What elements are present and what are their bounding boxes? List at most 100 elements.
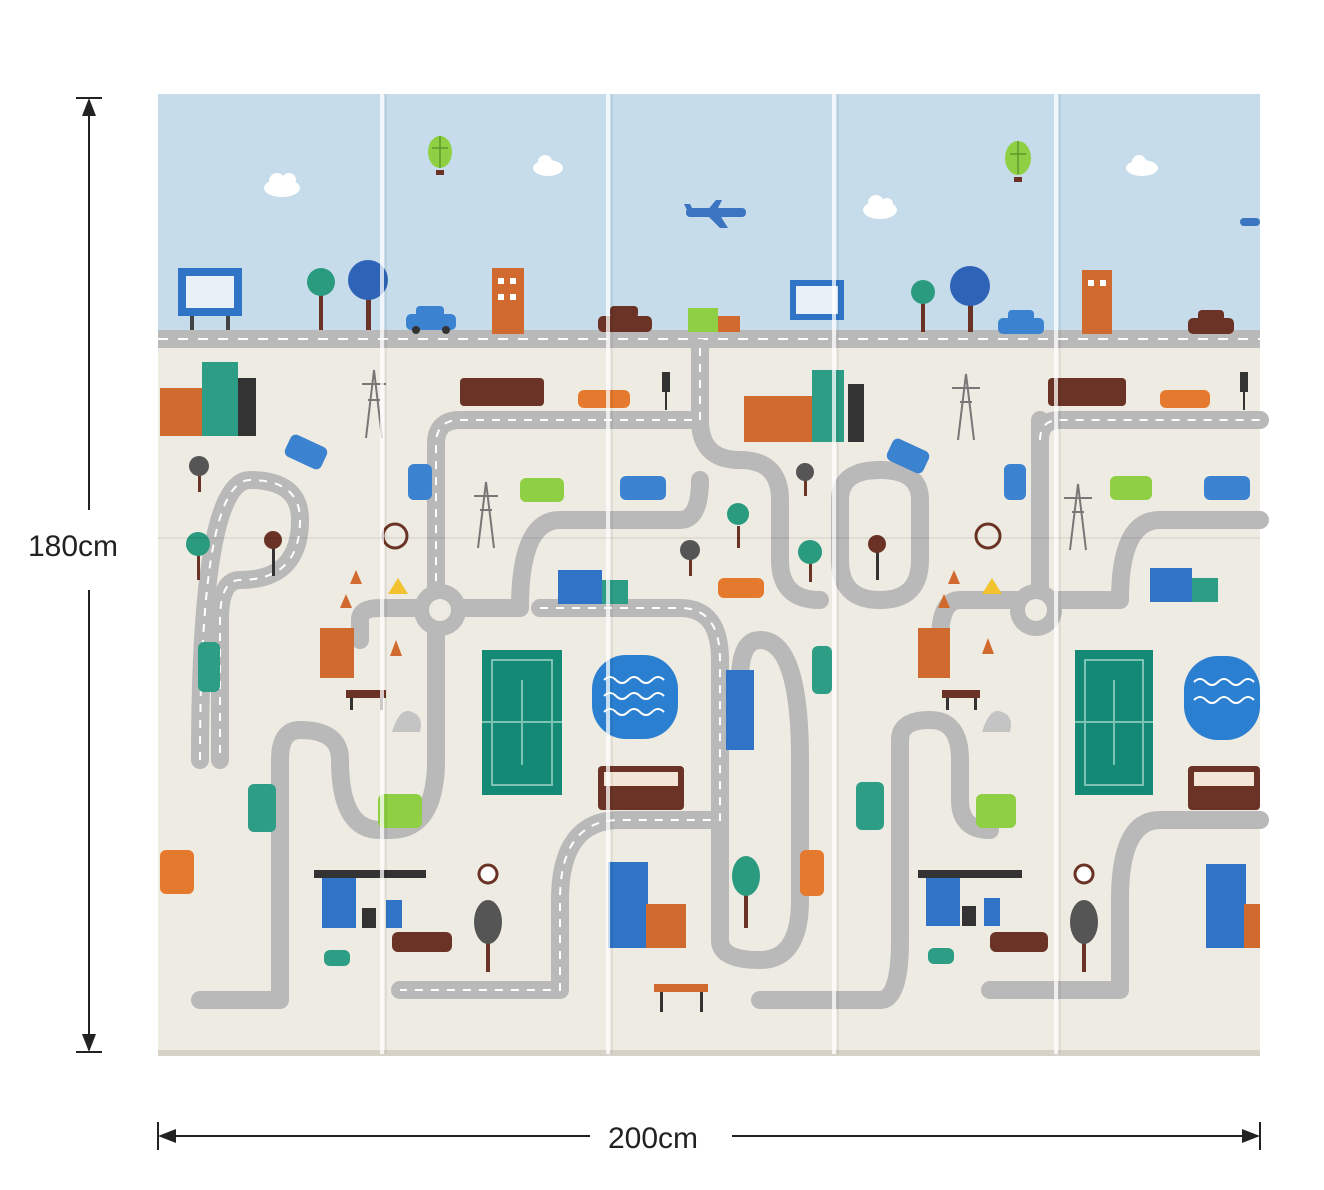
tennis-court-icon — [1075, 650, 1153, 795]
traffic-cone-icon — [938, 570, 994, 654]
car-icon — [1204, 476, 1250, 500]
hot-air-balloon-icon — [1005, 141, 1031, 182]
car-icon — [406, 306, 456, 334]
buildings-ground — [160, 362, 1260, 948]
building-icon — [1206, 864, 1260, 948]
car-icon — [620, 476, 666, 500]
warning-sign-icon — [982, 578, 1002, 594]
roadblock-icon — [654, 984, 708, 1012]
pond-icon — [1184, 656, 1260, 740]
tennis-court-icon — [482, 650, 562, 795]
tree-icon — [474, 900, 502, 972]
truck-icon — [688, 308, 740, 332]
trees-ground — [186, 456, 1098, 972]
car-icon — [812, 646, 832, 694]
car-icon — [578, 390, 630, 408]
roundabout-icon — [414, 584, 466, 636]
road-sign-icon — [974, 522, 1002, 550]
mat-shadow — [158, 1050, 1260, 1056]
bus-icon — [1188, 766, 1260, 810]
road-center-lines — [199, 348, 1260, 991]
pond-icon — [592, 655, 678, 739]
road-sign-icon — [868, 535, 886, 580]
truck-icon — [1150, 568, 1218, 602]
traffic-light-icon — [662, 372, 670, 410]
gas-station-icon — [314, 870, 426, 928]
power-tower-icon — [362, 369, 1092, 551]
airplane-icon — [1240, 218, 1260, 226]
truck-icon — [726, 670, 754, 750]
car-icon — [886, 438, 930, 474]
fire-truck-icon — [460, 378, 544, 406]
panel-folds — [380, 94, 1058, 1054]
vehicles — [160, 378, 1260, 966]
tree-icon — [727, 503, 749, 548]
car-icon — [976, 794, 1016, 828]
car-icon — [800, 850, 824, 896]
tree-icon — [1070, 900, 1098, 972]
hot-air-balloon-icon — [428, 136, 452, 175]
height-dimension-line — [76, 97, 102, 1053]
building-icon — [160, 362, 256, 436]
building-icon — [320, 628, 354, 678]
traffic-light-icon — [1240, 372, 1248, 410]
clouds — [264, 155, 1158, 219]
cloud-icon — [264, 173, 300, 197]
cloud-icon — [1126, 155, 1158, 176]
tree-icon — [732, 856, 760, 928]
car-icon — [248, 784, 276, 832]
road-sign-icon — [264, 531, 282, 576]
tree-icon — [796, 463, 814, 496]
width-dimension-line — [157, 1122, 1261, 1150]
car-icon — [198, 642, 220, 692]
tree-icon — [307, 268, 335, 330]
bus-icon — [598, 766, 684, 810]
road-sign-icon — [477, 863, 499, 885]
rock-icon — [392, 710, 421, 732]
car-icon — [1110, 476, 1152, 500]
roadblock-icon — [942, 690, 980, 710]
car-icon — [378, 794, 422, 828]
car-icon — [160, 850, 194, 894]
building-icon — [608, 862, 686, 948]
top-road — [158, 330, 1260, 348]
fire-truck-icon — [1048, 378, 1126, 406]
car-icon — [520, 478, 564, 502]
tree-icon — [186, 532, 210, 580]
car-icon — [408, 464, 432, 500]
tree-icon — [189, 456, 209, 492]
traffic-cone-icon — [340, 570, 402, 656]
car-icon — [284, 434, 328, 470]
car-icon — [856, 782, 884, 830]
height-dimension-label: 180cm — [28, 528, 119, 566]
car-icon — [1004, 464, 1026, 500]
tree-icon — [348, 260, 388, 330]
billboard-icon — [178, 268, 242, 330]
car-icon — [990, 932, 1048, 952]
cloud-icon — [533, 155, 563, 176]
road-signs — [264, 522, 1095, 1012]
car-icon — [1160, 390, 1210, 408]
tree-icon — [680, 540, 700, 576]
scooter-icon — [928, 948, 954, 964]
car-icon — [718, 578, 764, 598]
car-icon — [392, 932, 452, 952]
car-icon — [1188, 310, 1234, 334]
car-icon — [998, 310, 1044, 334]
building-icon — [492, 268, 524, 334]
tree-icon — [950, 266, 990, 332]
building-icon — [1082, 270, 1112, 334]
road-sign-icon — [1073, 863, 1095, 885]
rock-icon — [982, 710, 1011, 732]
warning-sign-icon — [388, 578, 408, 594]
cloud-icon — [863, 195, 897, 219]
car-icon — [598, 306, 652, 332]
building-icon — [918, 628, 950, 678]
roundabout-icon — [1010, 584, 1062, 636]
panel-fold-shadows — [158, 94, 1260, 1054]
scooter-icon — [324, 950, 350, 966]
tree-icon — [911, 280, 935, 332]
width-dimension-label: 200cm — [600, 1124, 707, 1154]
tree-icon — [798, 540, 822, 582]
